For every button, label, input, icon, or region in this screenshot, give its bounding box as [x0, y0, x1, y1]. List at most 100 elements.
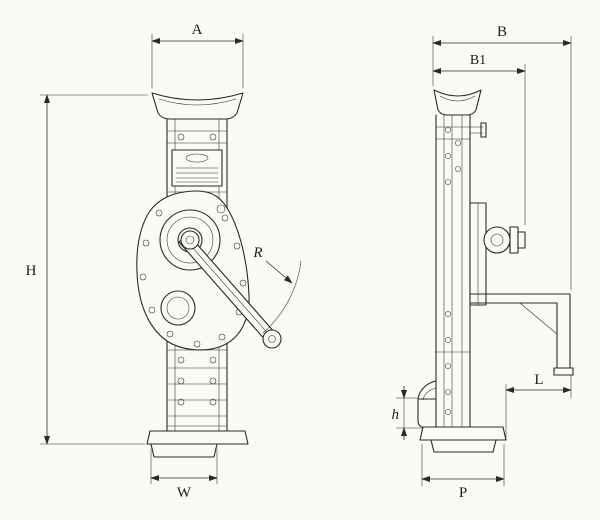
bolt	[166, 330, 174, 338]
rivet	[455, 166, 461, 172]
rivet	[177, 133, 185, 141]
dim-label-W: W	[177, 485, 192, 501]
side-mechanism	[469, 202, 526, 306]
dim-R-arc	[262, 260, 302, 334]
pinion-bolt	[216, 204, 226, 214]
rivet	[445, 363, 451, 369]
gear-housing	[136, 190, 250, 351]
dim-label-L: L	[534, 372, 543, 388]
bracket-drop	[556, 302, 571, 369]
rivet	[177, 398, 185, 406]
dimension-A: A	[151, 22, 244, 89]
base-pad	[150, 443, 218, 458]
handle-boss	[180, 230, 200, 250]
shaft-hub	[483, 226, 511, 254]
saddle-inner-curve	[158, 98, 237, 106]
lower-opening	[160, 290, 196, 326]
rivet	[445, 153, 451, 159]
rivet	[209, 133, 217, 141]
nameplate-text-lines	[175, 167, 219, 183]
dim-label-B: B	[497, 24, 507, 40]
rivet	[455, 140, 461, 146]
bolt	[142, 239, 150, 247]
column-rivets	[177, 133, 217, 406]
gear-inner	[166, 216, 214, 264]
shaft-flange	[509, 226, 519, 254]
opening-inner	[166, 296, 190, 320]
side-column	[435, 114, 471, 433]
rivet	[209, 398, 217, 406]
toe-inner-curve	[422, 387, 437, 401]
rivet	[445, 389, 451, 395]
dim-label-H: H	[26, 263, 37, 279]
handle-knob-pin	[268, 335, 276, 343]
dim-label-A: A	[192, 22, 203, 38]
bracket-foot	[553, 367, 574, 376]
dim-H-extensions	[39, 94, 149, 445]
housing-bolts	[139, 209, 247, 348]
rivet	[209, 356, 217, 364]
side-base-plate	[419, 426, 507, 441]
front-view: A H W R	[26, 22, 302, 501]
rivet	[445, 409, 451, 415]
grease-fitting	[469, 122, 487, 138]
bolt	[148, 306, 156, 314]
opening-outer	[160, 290, 196, 326]
dim-R-leader	[265, 260, 293, 284]
dimension-P: P	[421, 443, 505, 501]
rivet	[209, 377, 217, 385]
bracket-arm	[469, 293, 571, 304]
bolt	[139, 273, 147, 281]
rivet	[177, 356, 185, 364]
nameplate	[171, 149, 223, 187]
bolt	[155, 209, 163, 217]
dim-L-extensions	[505, 374, 572, 441]
dim-label-P: P	[459, 485, 467, 501]
drawing-root: A H W R	[26, 22, 574, 501]
side-saddle-outline	[433, 89, 482, 116]
rivet	[177, 377, 185, 385]
side-rivets	[445, 127, 461, 415]
side-column-inner-edges	[443, 114, 463, 433]
bracket-brace	[519, 302, 558, 335]
dim-label-h: h	[392, 407, 400, 423]
handle-knob	[262, 329, 282, 349]
bolt	[233, 242, 241, 250]
dimension-W: W	[150, 448, 218, 501]
dimension-R: R	[252, 245, 302, 334]
shaft-end	[517, 231, 526, 249]
front-base	[146, 430, 249, 458]
dimension-L: L	[505, 372, 572, 441]
nameplate-logo	[185, 153, 209, 163]
crank-handle	[178, 230, 282, 349]
side-saddle	[433, 89, 482, 116]
bolt	[193, 340, 201, 348]
rivet	[445, 311, 451, 317]
handle-bracket	[469, 293, 574, 376]
saddle-outline	[151, 92, 244, 120]
bolt	[218, 333, 226, 341]
dimension-B: B	[432, 24, 572, 291]
rivet	[445, 127, 451, 133]
dimension-h: h	[392, 386, 424, 440]
bolt	[239, 279, 247, 287]
top-saddle	[151, 92, 244, 120]
handle-boss-pin	[185, 235, 195, 245]
dimension-B1: B1	[432, 53, 526, 226]
side-view: B B1 L h P	[392, 24, 574, 501]
base-plate	[146, 430, 249, 445]
dimension-H: H	[26, 94, 149, 445]
shaft-hub-pin	[490, 233, 504, 247]
rivet	[445, 179, 451, 185]
rivet	[445, 337, 451, 343]
side-column-ribs	[435, 126, 471, 353]
dim-label-B1: B1	[470, 53, 486, 68]
bolt	[221, 214, 229, 222]
side-base-pad	[430, 439, 497, 453]
side-saddle-inner	[439, 95, 476, 102]
fitting-head	[480, 122, 487, 138]
dim-label-R: R	[252, 245, 262, 261]
